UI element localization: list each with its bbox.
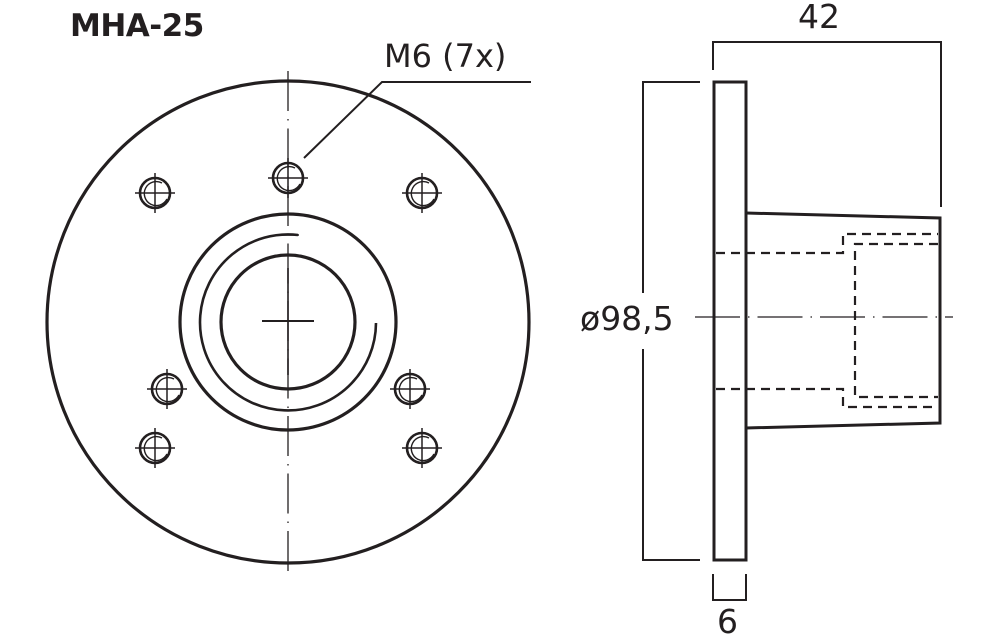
front-view bbox=[45, 71, 531, 572]
bolt-hole-upper-right bbox=[402, 173, 442, 213]
bolt-hole-lower-right bbox=[402, 428, 442, 468]
bolt-hole-upper-left bbox=[135, 173, 175, 213]
model-title: MHA-25 bbox=[70, 8, 204, 44]
bolt-hole-lower-left bbox=[135, 428, 175, 468]
outer-flange-circle bbox=[45, 79, 531, 565]
length-dimension-bracket bbox=[712, 41, 942, 207]
neck-outline bbox=[745, 211, 942, 430]
throat-inner-circle bbox=[219, 253, 357, 391]
flange-thickness-dimension: 6 bbox=[717, 602, 738, 641]
thread-callout-leader bbox=[303, 81, 531, 159]
diameter-dimension-line-bottom bbox=[642, 349, 700, 561]
thread-callout-label: M6 (7x) bbox=[384, 37, 507, 75]
bolt-hole-top bbox=[268, 158, 308, 198]
throat-outer-ring bbox=[178, 212, 398, 432]
bolt-hole-mid-left bbox=[147, 369, 187, 409]
thickness-dimension-bracket bbox=[712, 574, 747, 601]
diameter-dimension-line-top bbox=[642, 81, 700, 293]
overall-length-dimension: 42 bbox=[798, 0, 840, 36]
hidden-lines bbox=[716, 232, 938, 409]
bolt-hole-mid-right bbox=[390, 369, 430, 409]
flange-diameter-dimension: ø98,5 bbox=[580, 299, 674, 338]
flange-plate bbox=[712, 80, 748, 562]
side-view bbox=[642, 41, 953, 601]
thread-spiral-arc bbox=[198, 233, 378, 412]
